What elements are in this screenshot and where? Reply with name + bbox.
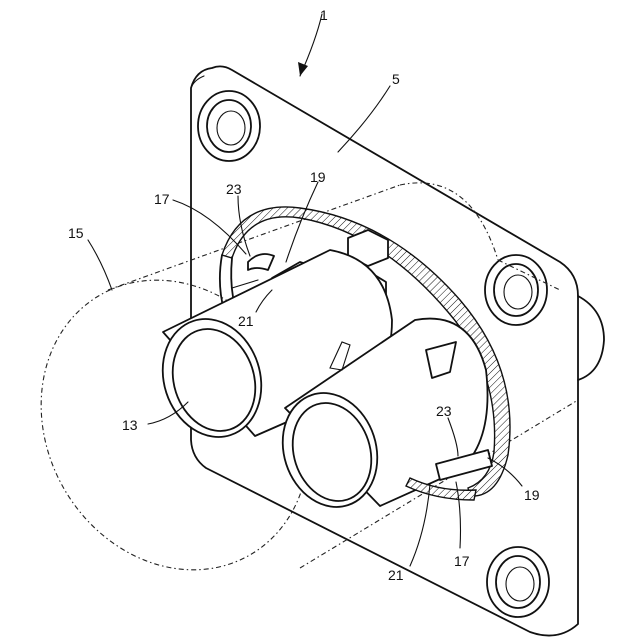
label-23-top: 23 <box>226 181 242 197</box>
label-21-bottom: 21 <box>388 567 404 583</box>
label-17-top: 17 <box>154 191 170 207</box>
label-15: 15 <box>68 225 84 241</box>
flange-bolt-hole-right <box>485 255 547 325</box>
label-19-top: 19 <box>310 169 326 185</box>
label-13: 13 <box>122 417 138 433</box>
label-5: 5 <box>392 71 400 87</box>
label-1: 1 <box>320 7 328 23</box>
label-23-bottom: 23 <box>436 403 452 419</box>
assembly-arrow <box>298 14 322 76</box>
label-21-top: 21 <box>238 313 254 329</box>
label-19-bottom: 19 <box>524 487 540 503</box>
flange-bolt-hole-bottom-right <box>487 547 549 617</box>
label-17-bottom: 17 <box>454 553 470 569</box>
flange-bolt-hole-top-left <box>198 91 260 161</box>
